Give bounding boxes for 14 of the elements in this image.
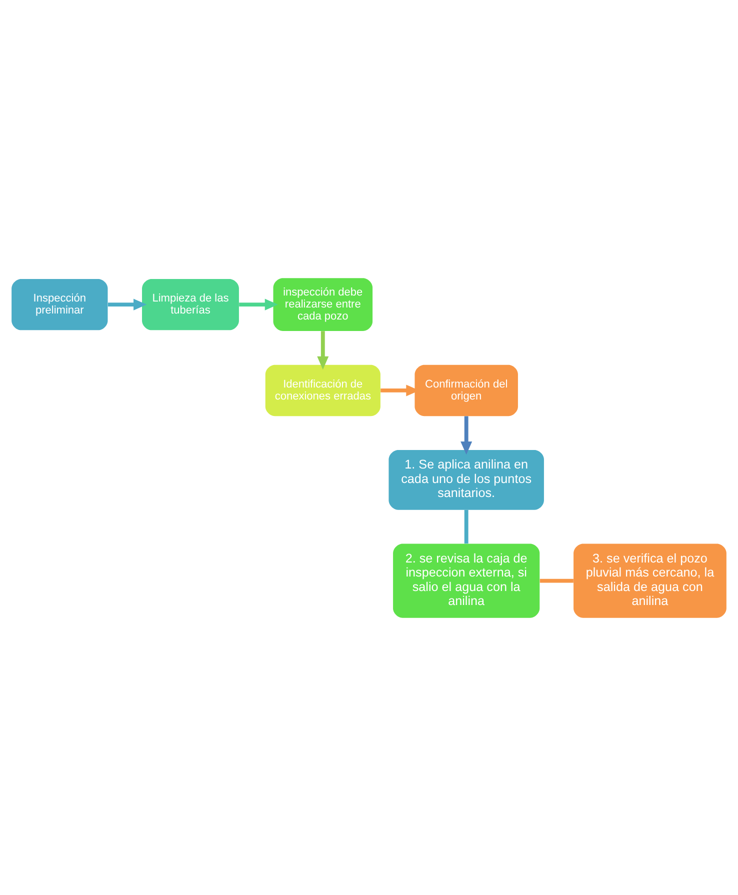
node-box: inspección debe realizarse entre cada pozo xyxy=(273,278,373,330)
connector xyxy=(464,509,468,544)
node-box: 1. Se aplica anilina en cada uno de los puntos sanitarios. xyxy=(388,449,544,510)
node-box: Identificación de conexiones erradas xyxy=(265,364,380,416)
arrow xyxy=(108,298,147,310)
node-box: Confirmación del origen xyxy=(414,364,518,416)
arrow xyxy=(239,298,278,310)
arrow xyxy=(317,330,329,370)
node-box: Inspección preliminar xyxy=(12,278,108,330)
node-box: Limpieza de las tuberías xyxy=(142,278,239,330)
node-box: 3. se verifica el pozo pluvial más cercano, la salida de agua con anilina xyxy=(574,543,726,618)
node-box: 2. se revisa la caja de inspeccion externa, si salio el agua con la anilina xyxy=(393,543,540,618)
arrow xyxy=(460,416,472,454)
connector xyxy=(540,578,574,582)
